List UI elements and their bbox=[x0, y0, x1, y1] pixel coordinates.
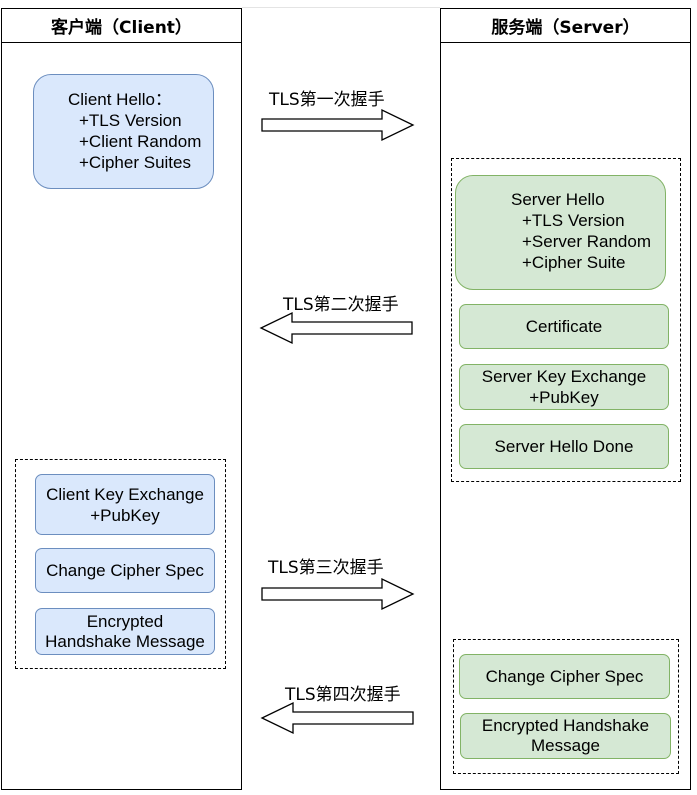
client-encrypted-line: Encrypted bbox=[86, 611, 164, 631]
server-key-exchange-line: +PubKey bbox=[529, 388, 599, 407]
handshake-1-arrow bbox=[261, 108, 415, 142]
handshake-3-arrow bbox=[261, 577, 415, 611]
client-hello-line: +Cipher Suites bbox=[79, 153, 191, 172]
client-key-exchange-box: Client Key Exchange +PubKey bbox=[35, 474, 215, 535]
server-encrypted-line: Message bbox=[531, 736, 600, 755]
handshake-2-label: TLS第二次握手 bbox=[283, 295, 399, 315]
client-change-cipher-spec-label: Change Cipher Spec bbox=[46, 561, 204, 580]
server-hello-done-box: Server Hello Done bbox=[459, 424, 669, 469]
handshake-2-arrow bbox=[259, 311, 413, 345]
client-encrypted-box: Encrypted Handshake Message bbox=[35, 608, 215, 655]
client-hello-title: Client Hello： bbox=[68, 90, 172, 109]
server-hello-line: +Cipher Suite bbox=[522, 253, 626, 272]
server-hello-title: Server Hello bbox=[511, 190, 605, 209]
handshake-1-label: TLS第一次握手 bbox=[269, 90, 385, 110]
client-hello-box: Client Hello： +TLS Version +Client Rando… bbox=[33, 74, 214, 189]
server-hello-done-label: Server Hello Done bbox=[494, 437, 634, 456]
client-hello-line: +Client Random bbox=[79, 132, 202, 151]
server-hello-line: +Server Random bbox=[522, 232, 651, 251]
certificate-label: Certificate bbox=[525, 317, 603, 336]
server-change-cipher-spec-label: Change Cipher Spec bbox=[485, 667, 644, 686]
handshake-3-label: TLS第三次握手 bbox=[268, 558, 384, 578]
client-key-exchange-line: +PubKey bbox=[90, 505, 160, 525]
certificate-box: Certificate bbox=[459, 304, 669, 349]
server-group-1 bbox=[451, 158, 681, 482]
client-group bbox=[15, 459, 226, 669]
handshake-4-arrow bbox=[260, 701, 414, 735]
handshake-4-label: TLS第四次握手 bbox=[285, 685, 401, 705]
server-lane-title: 服务端（Server） bbox=[441, 9, 690, 43]
server-encrypted-box: Encrypted Handshake Message bbox=[460, 713, 671, 759]
server-encrypted-line: Encrypted Handshake bbox=[481, 716, 650, 735]
client-lane-title: 客户端（Client） bbox=[2, 9, 241, 43]
server-group-2 bbox=[453, 639, 679, 774]
client-encrypted-line: Handshake Message bbox=[45, 631, 205, 651]
server-key-exchange-line: Server Key Exchange bbox=[481, 367, 647, 386]
top-divider-line bbox=[242, 7, 440, 8]
client-hello-line: +TLS Version bbox=[79, 111, 182, 130]
client-key-exchange-line: Client Key Exchange bbox=[46, 484, 204, 504]
server-hello-box: Server Hello +TLS Version +Server Random… bbox=[455, 175, 666, 290]
server-change-cipher-spec-box: Change Cipher Spec bbox=[459, 654, 670, 699]
client-change-cipher-spec-box: Change Cipher Spec bbox=[35, 548, 215, 593]
server-hello-line: +TLS Version bbox=[522, 211, 625, 230]
server-key-exchange-box: Server Key Exchange +PubKey bbox=[459, 364, 669, 410]
